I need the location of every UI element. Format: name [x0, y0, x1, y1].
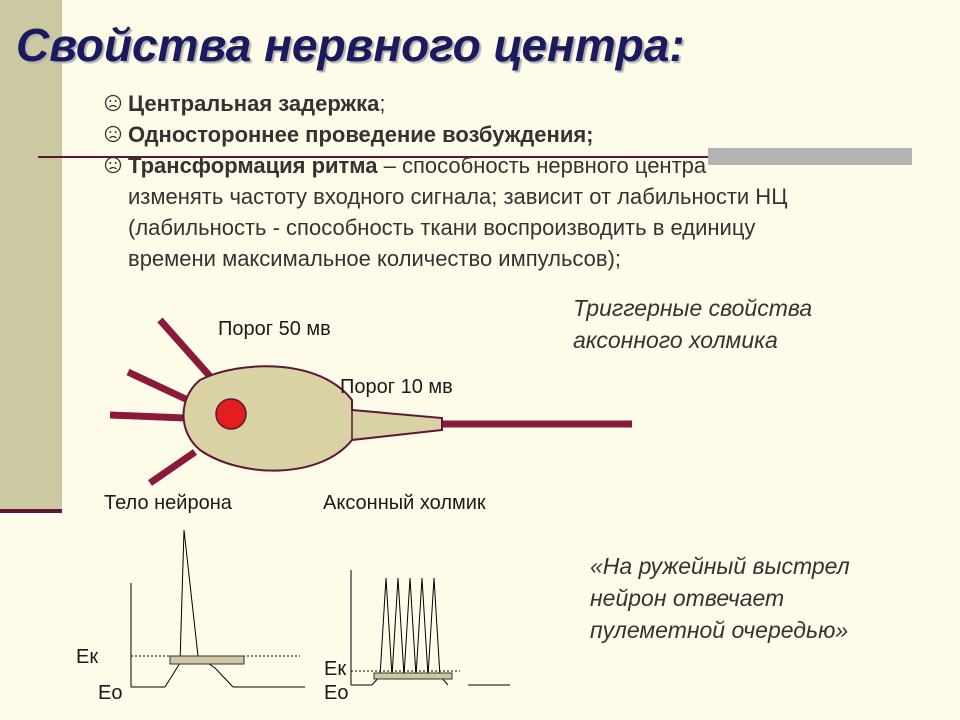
dendrite — [126, 368, 194, 406]
side-accent-line — [0, 509, 62, 513]
eo-label-right: Ео — [324, 682, 349, 704]
dendrite — [109, 411, 186, 422]
trigger-note-line: Триггерные свойства — [573, 295, 813, 321]
threshold-50-label: Порог 50 мв — [218, 318, 331, 340]
bullet-item: Трансформация ритма – способность нервно… — [104, 150, 787, 274]
bullet-item: Одностороннее проведение возбуждения; — [104, 119, 787, 150]
trigger-note: Триггерные свойства аксонного холмика — [573, 292, 812, 356]
axon-hillock-label: Аксонный холмик — [323, 492, 486, 514]
grey-accent-bar — [708, 148, 912, 165]
bullet-text: – способность нервного центра — [377, 153, 707, 178]
bullet-text: ; — [379, 91, 386, 116]
bullet-bold-text: Центральная задержка — [128, 91, 380, 116]
quote: «На ружейный выстрел нейрон отвечает пул… — [590, 550, 850, 646]
neuron-nucleus — [215, 398, 247, 430]
sad-face-icon — [104, 94, 122, 112]
ek-label-right: Ек — [324, 658, 347, 680]
neuron-body-label: Тело нейрона — [104, 492, 232, 514]
bullet-continuation-line: изменять частоту входного сигнала; завис… — [128, 184, 788, 209]
sad-face-icon — [104, 156, 122, 174]
bullet-list: Центральная задержка; Одностороннее пров… — [104, 88, 787, 274]
bullet-bold-text: Одностороннее проведение возбуждения; — [128, 122, 594, 147]
threshold-bar — [373, 672, 453, 680]
eo-label-left: Ео — [98, 682, 123, 704]
threshold-10-label: Порог 10 мв — [340, 376, 453, 398]
title-divider-line — [38, 156, 898, 158]
bullet-bold-text: Трансформация ритма — [128, 153, 378, 178]
dendrite — [157, 317, 218, 385]
sad-face-icon — [104, 125, 122, 143]
bullet-continuation-line: времени максимальное количество импульсо… — [128, 246, 622, 271]
ek-label-left: Ек — [76, 646, 99, 668]
quote-line: нейрон отвечает — [590, 585, 785, 611]
bullet-continuation-line: (лабильность - способность ткани воспрои… — [128, 215, 756, 240]
bullet-item: Центральная задержка; — [104, 88, 787, 119]
neuron-soma — [182, 365, 443, 472]
quote-line: пулеметной очередью» — [590, 617, 849, 643]
slide-title: Свойства нервного центра: — [16, 19, 685, 71]
quote-line: «На ружейный выстрел — [590, 553, 850, 579]
threshold-bar — [169, 655, 245, 665]
body-potential-graph — [130, 529, 305, 688]
trigger-note-line: аксонного холмика — [573, 327, 778, 353]
dendrite — [148, 449, 197, 486]
side-band — [0, 0, 62, 512]
hillock-potential-graph — [350, 570, 510, 686]
